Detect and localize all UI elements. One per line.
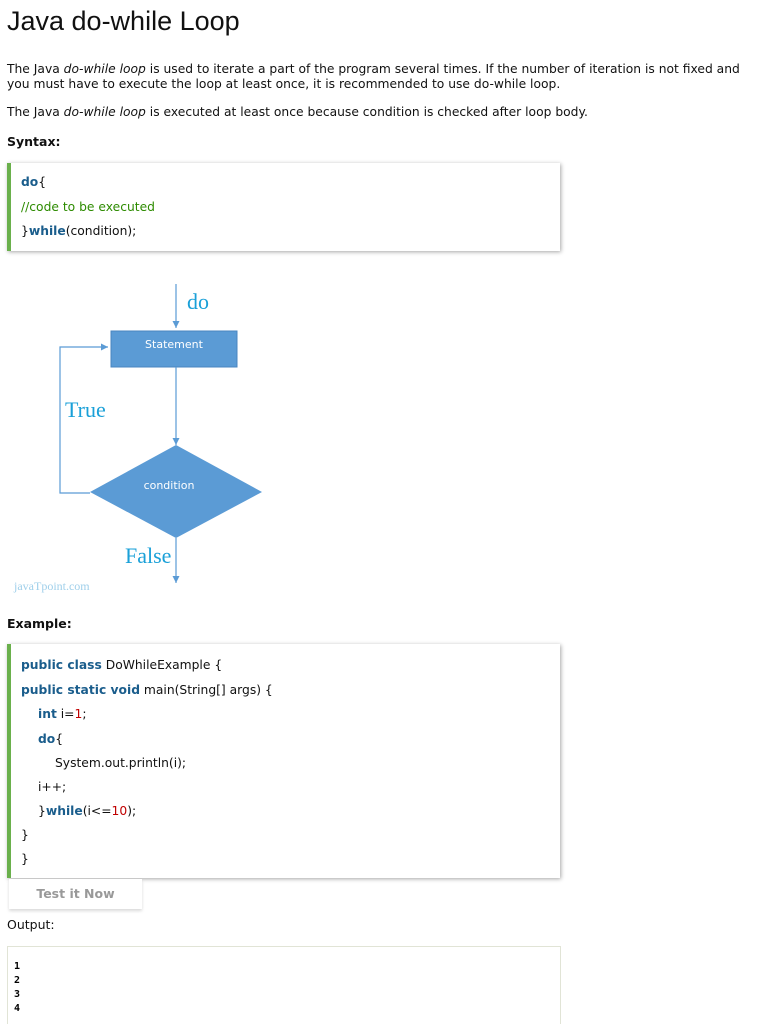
false-label: False [125,543,171,568]
do-label: do [187,289,209,314]
code-line: int i=1; [38,707,86,721]
keyword: do [38,732,56,746]
code-line: do{ [21,175,46,189]
example-heading: Example: [7,616,72,631]
code-text: main(String[] args) { [140,683,273,697]
code-line: public static void main(String[] args) { [21,683,273,697]
keyword: public class [21,658,102,672]
output-box: 1 2 3 4 [7,946,561,1024]
code-text: (condition); [65,224,137,238]
do-while-flowchart: do Statement condition True False javaTp… [13,284,262,593]
true-loop-arrow [59,343,108,494]
intro-emphasis: do-while loop [63,62,146,76]
output-line: 4 [14,1003,21,1014]
code-text: } [38,804,46,818]
output-line: 3 [14,989,21,1000]
code-line: System.out.println(i); [55,756,187,770]
code-text: (i<= [82,804,112,818]
output-line: 2 [14,975,21,986]
watermark: javaTpoint.com [13,579,90,593]
keyword: while [45,804,83,818]
intro-text: The Java [7,62,64,76]
keyword: int [38,707,57,721]
condition-label: condition [144,479,195,492]
code-text: i= [56,707,75,721]
code-line: i++; [38,780,67,794]
output-line: 1 [14,961,21,972]
keyword: do [21,175,39,189]
code-line: }while(condition); [21,224,136,238]
true-label: True [65,397,106,422]
statement-box [110,330,238,368]
keyword: while [28,224,66,238]
code-text: ; [82,707,87,721]
number-literal: 1 [74,707,83,721]
code-line: public class DoWhileExample { [21,658,222,672]
intro-paragraph-2: The Java do-while loop is executed at le… [7,105,762,120]
output-label: Output: [7,917,55,932]
code-line: do{ [38,732,63,746]
code-text: { [55,732,64,746]
code-text: ); [127,804,137,818]
code-line: }while(i<=10); [38,804,136,818]
keyword: public static void [21,683,140,697]
code-line: } [21,852,29,866]
number-literal: 10 [111,804,128,818]
intro-emphasis: do-while loop [63,105,146,119]
statement-label: Statement [145,338,204,351]
code-text: { [38,175,47,189]
code-text: DoWhileExample { [101,658,223,672]
intro-text: is executed at least once because condit… [145,105,588,119]
syntax-code-block: do{ //code to be executed }while(conditi… [7,163,560,251]
page-title: Java do-while Loop [7,6,240,36]
condition-diamond [90,445,262,538]
code-comment: //code to be executed [21,200,155,214]
code-line: } [21,828,29,842]
intro-text: The Java [7,105,64,119]
example-code-block: public class DoWhileExample { public sta… [7,644,560,878]
intro-paragraph-1: The Java do-while loop is used to iterat… [7,62,762,92]
syntax-heading: Syntax: [7,134,61,149]
test-it-now-button[interactable]: Test it Now [9,879,142,909]
code-text: } [21,224,29,238]
intro-text: is used to iterate a part of the program… [7,62,740,91]
